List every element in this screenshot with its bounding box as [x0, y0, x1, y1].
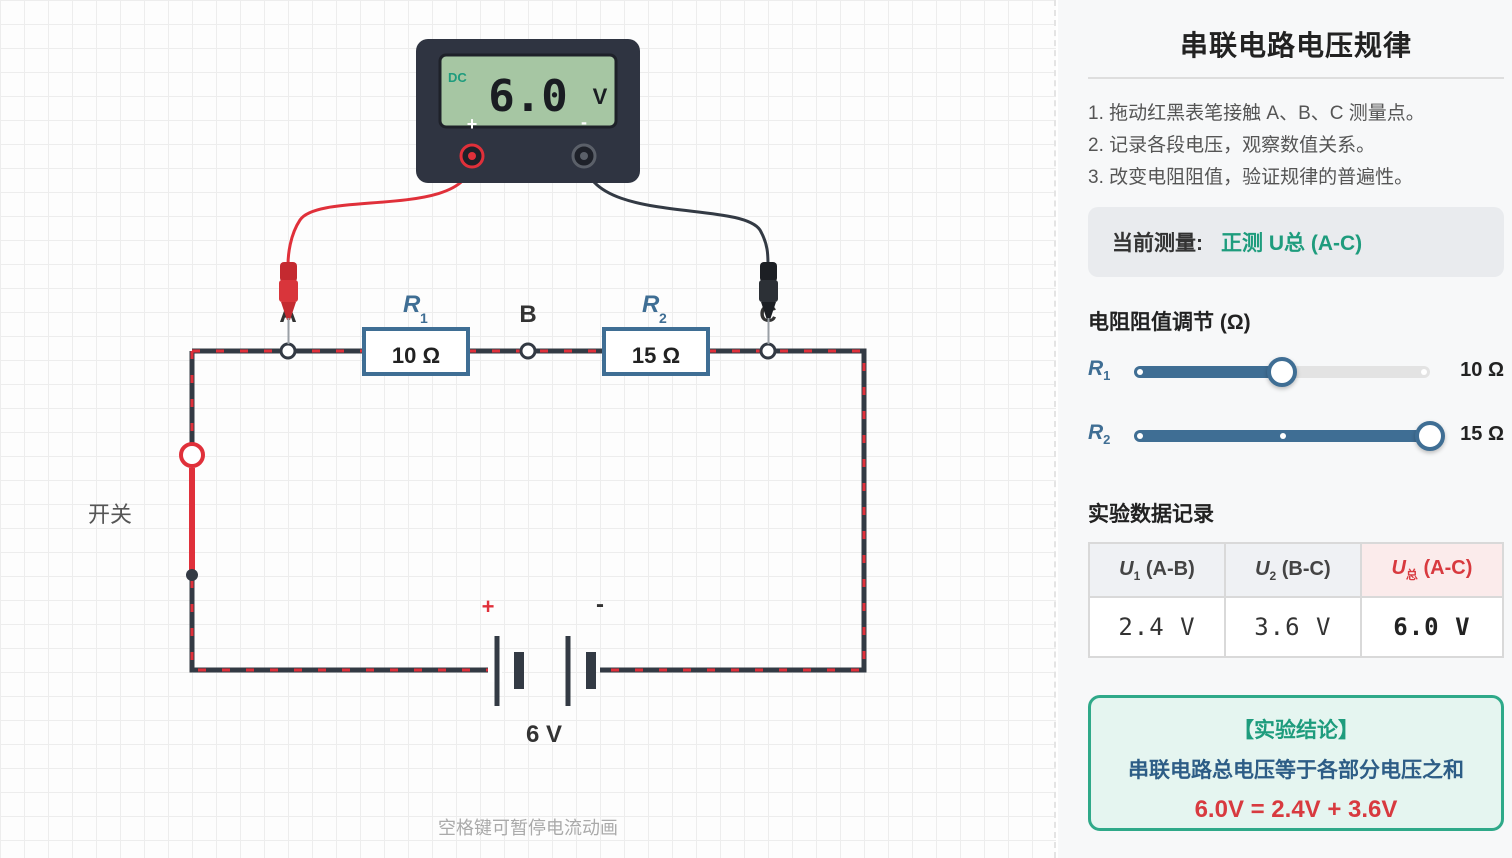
point-b[interactable]: B — [519, 301, 537, 360]
instruction-step: 2. 记录各段电压，观察数值关系。 — [1088, 135, 1376, 156]
instruction-step: 3. 改变电阻阻值，验证规律的普遍性。 — [1088, 167, 1414, 188]
header-u-total: U总 (A-C) — [1359, 542, 1505, 598]
battery-minus: - — [596, 591, 604, 618]
table-header-row: U1 (A-B) U2 (B-C) U总 (A-C) — [1088, 542, 1505, 598]
meter-mode: DC — [448, 70, 467, 85]
resistor-r2: 15 Ω R 2 — [602, 291, 710, 376]
switch-pivot — [186, 569, 198, 581]
conclusion-text: 串联电路总电压等于各部分电压之和 — [1128, 759, 1464, 782]
conclusion-equation: 6.0V = 2.4V + 3.6V — [1194, 796, 1398, 823]
slider-r2-thumb[interactable] — [1415, 421, 1445, 451]
r1-symbol: R — [403, 291, 421, 318]
slider-r1-fill — [1134, 366, 1282, 378]
slider-r2-label: R2 — [1088, 421, 1111, 448]
conclusion-box: 【实验结论】 串联电路总电压等于各部分电压之和 6.0V = 2.4V + 3.… — [1088, 695, 1504, 831]
black-probe[interactable] — [759, 262, 778, 344]
value-u-total: 6.0 V — [1359, 596, 1505, 658]
red-lead-wire — [286, 159, 474, 266]
resistor-r1: 10 Ω R 1 — [362, 291, 470, 376]
circuit-diagram: 10 Ω R 1 15 Ω R 2 A B C — [179, 39, 867, 748]
conclusion-heading: 【实验结论】 — [1233, 719, 1359, 742]
circuit-canvas: 10 Ω R 1 15 Ω R 2 A B C — [0, 0, 1056, 858]
multimeter: DC 6.0 V + - — [416, 39, 640, 183]
switch[interactable] — [179, 442, 205, 581]
switch-label: 开关 — [88, 502, 133, 527]
control-panel: 串联电路电压规律 1. 拖动红黑表笔接触 A、B、C 测量点。 2. 记录各段电… — [1058, 0, 1512, 858]
slider-r2: R2 15 Ω — [1088, 421, 1504, 451]
r1-subscript: 1 — [420, 310, 428, 326]
slider-r2-track[interactable] — [1134, 421, 1445, 451]
current-measurement: 当前测量: 正测 U总 (A-C) — [1088, 207, 1504, 277]
panel-title: 串联电路电压规律 — [1179, 30, 1412, 61]
title-divider — [1088, 77, 1504, 79]
black-lead-wire — [582, 159, 770, 266]
value-u2: 3.6 V — [1223, 596, 1362, 658]
record-section-title: 实验数据记录 — [1088, 503, 1214, 526]
slider-r1-thumb[interactable] — [1267, 357, 1297, 387]
slider-r1-value: 10 Ω — [1460, 359, 1504, 381]
slider-r1-track[interactable] — [1134, 357, 1430, 387]
current-measurement-value: 正测 U总 (A-C) — [1221, 232, 1363, 255]
header-u1: U1 (A-B) — [1088, 542, 1226, 598]
meter-plus-label: + — [467, 114, 478, 134]
header-u2: U2 (B-C) — [1223, 542, 1362, 598]
point-b-label: B — [519, 301, 536, 328]
meter-unit: V — [593, 84, 608, 109]
r2-subscript: 2 — [659, 310, 667, 326]
switch-contact — [179, 442, 205, 468]
slider-r2-value: 15 Ω — [1460, 423, 1504, 445]
current-measurement-label: 当前测量: — [1112, 232, 1203, 255]
value-u1: 2.4 V — [1088, 596, 1226, 658]
r2-symbol: R — [642, 291, 660, 318]
instruction-list: 1. 拖动红黑表笔接触 A、B、C 测量点。 2. 记录各段电压，观察数值关系。… — [1088, 98, 1425, 194]
r2-value: 15 Ω — [632, 343, 680, 368]
slider-r1-label: R1 — [1088, 357, 1111, 384]
instruction-step: 1. 拖动红黑表笔接触 A、B、C 测量点。 — [1088, 103, 1425, 124]
r1-value: 10 Ω — [392, 343, 440, 368]
pause-hint: 空格键可暂停电流动画 — [438, 818, 618, 838]
meter-reading: 6.0 — [488, 71, 567, 122]
slider-r1: R1 10 Ω — [1088, 357, 1504, 387]
table-row: 2.4 V 3.6 V 6.0 V — [1088, 596, 1505, 658]
battery-plus: + — [482, 594, 495, 619]
circuit-wires — [189, 348, 867, 673]
battery-voltage: 6 V — [526, 721, 562, 748]
data-table: U1 (A-B) U2 (B-C) U总 (A-C) 2.4 V 3.6 V 6… — [1088, 542, 1505, 658]
resistance-section-title: 电阻阻值调节 (Ω) — [1088, 311, 1251, 334]
red-probe[interactable] — [279, 262, 298, 344]
meter-display — [438, 53, 618, 129]
meter-minus-label: - — [581, 112, 587, 132]
battery: + - 6 V — [482, 591, 604, 748]
